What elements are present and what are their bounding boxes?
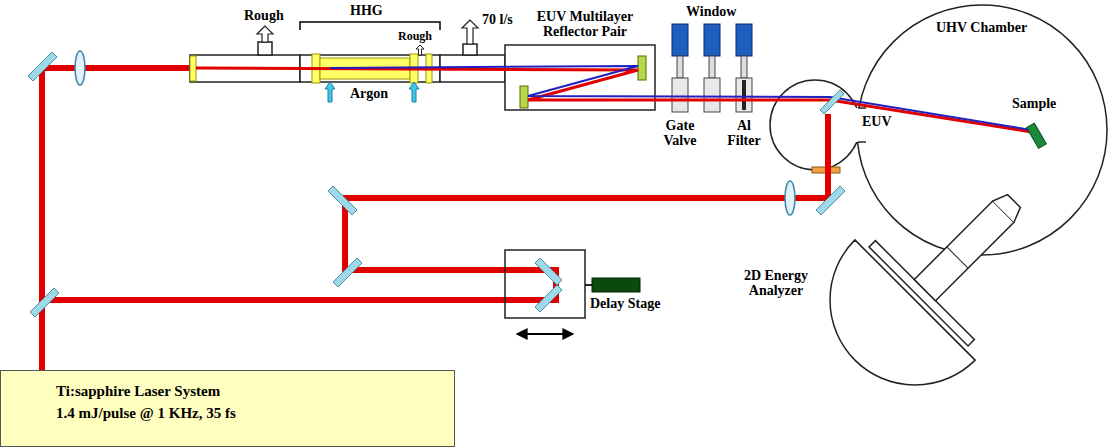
gas-label: Argon	[350, 86, 405, 101]
mirror	[820, 90, 844, 114]
ir-beam	[196, 68, 1038, 133]
window-flange	[736, 24, 752, 56]
al-filter	[742, 80, 746, 110]
laser-beam	[42, 68, 196, 372]
delay-stage-box	[505, 250, 585, 318]
section-label: HHG	[350, 3, 400, 18]
actuator	[592, 278, 640, 292]
sample	[1027, 123, 1047, 148]
valve-body	[704, 78, 720, 112]
beam-label: EUV	[862, 114, 902, 129]
component-label: Delay Stage	[590, 296, 680, 311]
component-label: Sample	[1012, 96, 1072, 111]
laser-box: Ti:sapphire Laser System1.4 mJ/pulse @ 1…	[0, 370, 455, 447]
pump-beam	[42, 114, 828, 300]
lens	[75, 51, 85, 85]
column-nose	[993, 190, 1025, 222]
neck-line	[858, 141, 866, 143]
pump-label: Rough	[244, 8, 304, 23]
column-ring	[947, 247, 968, 268]
lens	[785, 181, 795, 215]
node-text: Ti:sapphire Laser System	[56, 381, 454, 403]
valve-body	[672, 78, 688, 112]
gas-inlet-arrow	[325, 82, 335, 102]
component-label: Al Filter	[722, 118, 766, 149]
valve-stem	[709, 56, 715, 78]
valve-stem	[741, 56, 747, 78]
multilayer-mirror	[520, 86, 528, 108]
mirror	[328, 186, 357, 215]
mirror	[333, 258, 362, 287]
window-flange	[672, 24, 688, 56]
pump-arrow	[462, 20, 478, 44]
pump-speed-label: 70 l/s	[482, 12, 532, 27]
component-label: 2D Energy Analyzer	[735, 268, 817, 299]
entrance-window	[190, 56, 196, 81]
window-flange	[704, 24, 720, 56]
pump-arrow	[257, 26, 273, 42]
pump-port	[463, 44, 477, 55]
component-label: Window	[686, 4, 746, 19]
node-text: 1.4 mJ/pulse @ 1 KHz, 35 fs	[56, 403, 454, 425]
retroreflector	[535, 285, 562, 312]
energy-analyzer	[795, 141, 1074, 420]
pump-port	[258, 42, 272, 55]
actuator-rod	[585, 284, 592, 286]
pump-label: Rough	[398, 30, 442, 43]
pump-arrow	[416, 45, 424, 55]
beam-splitter	[30, 288, 59, 317]
chamber-label: UHV Chamber	[936, 20, 1046, 35]
valve-stem	[677, 56, 683, 78]
travel-arrow	[518, 333, 572, 335]
hhg-bracket	[300, 22, 440, 30]
component-label: Gate Valve	[655, 118, 705, 149]
mirror-chamber	[770, 80, 860, 170]
mirror	[28, 52, 57, 81]
neck-line	[858, 107, 866, 109]
valve-body	[736, 78, 752, 112]
retroreflector	[535, 258, 562, 285]
gas-inlet-arrow	[409, 82, 419, 102]
lens-column	[914, 201, 1014, 301]
component-label: EUV Multilayer Reflector Pair	[515, 9, 655, 40]
multilayer-mirror	[638, 56, 646, 80]
mirror	[816, 186, 845, 215]
